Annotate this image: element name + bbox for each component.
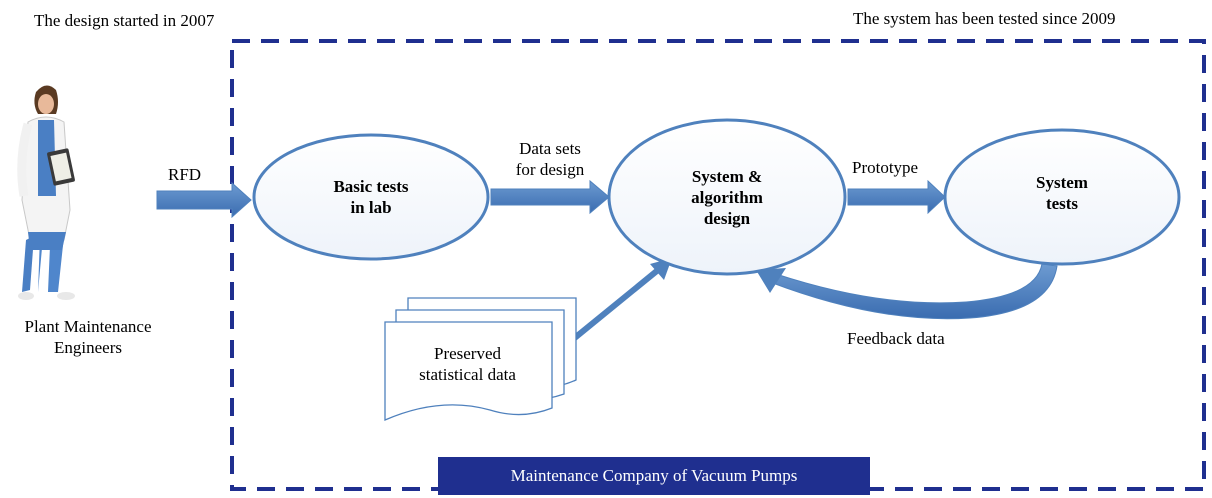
system-design-line2: algorithm: [691, 188, 763, 207]
actor-label-line2: Engineers: [54, 338, 122, 357]
system-tests-node: [943, 128, 1181, 266]
tested-since-annotation: The system has been tested since 2009: [853, 9, 1116, 28]
rfd-arrow: [156, 181, 252, 219]
data-sets-label: Data sets for design: [490, 138, 610, 180]
data-sets-label-line1: Data sets: [519, 139, 581, 158]
prototype-arrow: [847, 179, 946, 215]
actor-label: Plant Maintenance Engineers: [0, 316, 176, 358]
basic-tests-line1: Basic tests: [333, 177, 409, 196]
preserved-data-line2: statistical data: [419, 365, 516, 384]
preserved-data-line1: Preserved: [433, 344, 502, 363]
system-design-node: [607, 118, 847, 276]
rfd-label: RFD: [168, 165, 202, 184]
data-sets-label-line2: for design: [515, 160, 585, 179]
feedback-arrow: [756, 263, 1058, 320]
company-boundary: [230, 39, 1206, 491]
prototype-label: Prototype: [852, 158, 919, 177]
preserved-data-node: [384, 297, 577, 421]
system-design-label: System & algorithm design: [647, 166, 807, 229]
engineer-person-icon: [17, 85, 75, 300]
basic-tests-node: [252, 133, 490, 261]
preserved-data-arrow: [564, 258, 672, 348]
actor-label-line1: Plant Maintenance: [24, 317, 152, 336]
data-sets-arrow: [490, 179, 610, 215]
system-tests-line1: System: [1036, 173, 1088, 192]
system-design-line1: System &: [691, 167, 763, 186]
basic-tests-label: Basic tests in lab: [291, 176, 451, 218]
system-design-line3: design: [703, 209, 751, 228]
design-start-annotation: The design started in 2007: [34, 11, 215, 30]
feedback-label: Feedback data: [847, 329, 945, 348]
basic-tests-line2: in lab: [350, 198, 392, 217]
preserved-data-label: Preserved statistical data: [385, 343, 550, 385]
company-label-badge: Maintenance Company of Vacuum Pumps: [438, 457, 870, 495]
system-tests-line2: tests: [1045, 194, 1079, 213]
system-tests-label: System tests: [982, 172, 1142, 214]
